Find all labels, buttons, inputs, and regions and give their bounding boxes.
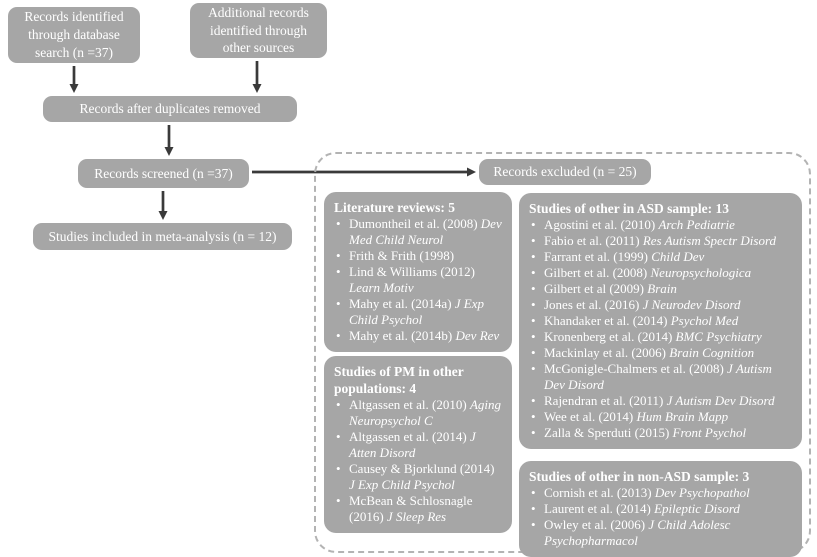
excluded-reference-list: Agostini et al. (2010) Arch PediatrieFab… [529,217,792,441]
box-records-after-duplicates-removed: Records after duplicates removed [43,96,297,122]
reference-journal: Aging Neuropsychol C [349,397,502,428]
reference-journal: J Sleep Res [386,509,447,524]
reference-citation: McGonigle-Chalmers et al. (2008) [544,361,728,376]
reference-citation: Frith & Frith (1998) [349,248,455,263]
excluded-group: Studies of other in non-ASD sample: 3Cor… [519,461,802,557]
reference-journal: J Child Adolesc Psychopharmacol [544,517,731,548]
reference-citation: Altgassen et al. (2010) [349,397,470,412]
box-records-excluded: Records excluded (n = 25) [479,159,651,185]
reference-item: Wee et al. (2014) Hum Brain Mapp [529,409,792,425]
reference-journal: J Exp Child Psychol [349,477,455,492]
reference-journal: Dev Rev [455,328,500,343]
reference-journal: Dev Med Child Neurol [349,216,502,247]
excluded-reference-list: Dumontheil et al. (2008) Dev Med Child N… [334,216,502,344]
reference-citation: Cornish et al. (2013) [544,485,655,500]
excluded-reference-list: Altgassen et al. (2010) Aging Neuropsych… [334,397,502,525]
reference-item: Rajendran et al. (2011) J Autism Dev Dis… [529,393,792,409]
reference-citation: Gilbert et al. (2008) [544,265,651,280]
excluded-group-title: Literature reviews: 5 [334,200,455,215]
excluded-group: Literature reviews: 5Dumontheil et al. (… [324,192,512,352]
reference-journal: Psychol Med [670,313,739,328]
reference-item: Khandaker et al. (2014) Psychol Med [529,313,792,329]
box-studies-included-meta-analysis: Studies included in meta-analysis (n = 1… [33,223,292,250]
reference-item: Dumontheil et al. (2008) Dev Med Child N… [334,216,502,248]
reference-item: Jones et al. (2016) J Neurodev Disord [529,297,792,313]
reference-journal: J Exp Child Psychol [349,296,485,327]
box-records-identified-database: Records identified through database sear… [8,7,140,63]
reference-citation: Rajendran et al. (2011) [544,393,667,408]
reference-citation: Kronenberg et al. (2014) [544,329,676,344]
reference-journal: Hum Brain Mapp [636,409,729,424]
reference-journal: BMC Psychiatry [675,329,762,344]
reference-citation: Agostini et al. (2010) [544,217,659,232]
reference-journal: Child Dev [651,249,705,264]
reference-journal: Dev Psychopathol [654,485,750,500]
reference-citation: Altgassen et al. (2014) [349,429,470,444]
reference-citation: Owley et al. (2006) [544,517,649,532]
excluded-group: Studies of PM in other populations: 4Alt… [324,356,512,533]
reference-citation: Wee et al. (2014) [544,409,637,424]
reference-item: McBean & Schlosnagle (2016) J Sleep Res [334,493,502,525]
reference-citation: Mahy et al. (2014a) [349,296,455,311]
excluded-column-right: Studies of other in ASD sample: 13Agosti… [519,193,802,557]
excluded-group-title: Studies of other in non-ASD sample: 3 [529,469,750,484]
reference-journal: J Atten Disord [349,429,476,460]
reference-journal: Brain Cognition [669,345,755,360]
reference-journal: J Autism Dev Disord [666,393,775,408]
reference-journal: Arch Pediatrie [658,217,735,232]
reference-item: Altgassen et al. (2010) Aging Neuropsych… [334,397,502,429]
reference-item: Cornish et al. (2013) Dev Psychopathol [529,485,792,501]
reference-item: Causey & Bjorklund (2014) J Exp Child Ps… [334,461,502,493]
reference-citation: Jones et al. (2016) [544,297,643,312]
excluded-group-title: Studies of PM in other populations: 4 [334,364,464,396]
reference-item: Laurent et al. (2014) Epileptic Disord [529,501,792,517]
reference-journal: J Autism Dev Disord [544,361,772,392]
reference-item: Farrant et al. (1999) Child Dev [529,249,792,265]
excluded-group: Studies of other in ASD sample: 13Agosti… [519,193,802,449]
excluded-column-left: Literature reviews: 5Dumontheil et al. (… [324,192,512,533]
reference-citation: Zalla & Sperduti (2015) [544,425,673,440]
excluded-group-title: Studies of other in ASD sample: 13 [529,201,730,216]
reference-citation: Fabio et al. (2011) [544,233,643,248]
reference-citation: Khandaker et al. (2014) [544,313,671,328]
reference-journal: J Neurodev Disord [642,297,741,312]
reference-item: Zalla & Sperduti (2015) Front Psychol [529,425,792,441]
reference-item: McGonigle-Chalmers et al. (2008) J Autis… [529,361,792,393]
reference-citation: Farrant et al. (1999) [544,249,652,264]
reference-citation: Mackinlay et al. (2006) [544,345,670,360]
reference-citation: Causey & Bjorklund (2014) [349,461,495,476]
reference-item: Agostini et al. (2010) Arch Pediatrie [529,217,792,233]
excluded-reference-list: Cornish et al. (2013) Dev PsychopatholLa… [529,485,792,549]
reference-item: Mackinlay et al. (2006) Brain Cognition [529,345,792,361]
reference-journal: Res Autism Spectr Disord [642,233,777,248]
reference-citation: Mahy et al. (2014b) [349,328,456,343]
reference-item: Gilbert et al. (2008) Neuropsychologica [529,265,792,281]
reference-item: Kronenberg et al. (2014) BMC Psychiatry [529,329,792,345]
reference-item: Gilbert et al (2009) Brain [529,281,792,297]
reference-journal: Learn Motiv [349,280,414,295]
reference-item: Frith & Frith (1998) [334,248,502,264]
reference-item: Mahy et al. (2014b) Dev Rev [334,328,502,344]
reference-citation: Lind & Williams (2012) [349,264,475,279]
box-records-screened: Records screened (n =37) [78,159,249,188]
reference-citation: Gilbert et al (2009) [544,281,648,296]
reference-item: Owley et al. (2006) J Child Adolesc Psyc… [529,517,792,549]
box-records-identified-other-sources: Additional records identified through ot… [190,3,327,58]
reference-item: Altgassen et al. (2014) J Atten Disord [334,429,502,461]
reference-citation: McBean & Schlosnagle (2016) [349,493,473,524]
reference-item: Mahy et al. (2014a) J Exp Child Psychol [334,296,502,328]
reference-citation: Laurent et al. (2014) [544,501,655,516]
reference-journal: Neuropsychologica [650,265,752,280]
reference-journal: Epileptic Disord [654,501,740,516]
reference-journal: Front Psychol [672,425,747,440]
reference-citation: Dumontheil et al. (2008) [349,216,481,231]
reference-journal: Brain [647,281,677,296]
reference-item: Fabio et al. (2011) Res Autism Spectr Di… [529,233,792,249]
reference-item: Lind & Williams (2012) Learn Motiv [334,264,502,296]
